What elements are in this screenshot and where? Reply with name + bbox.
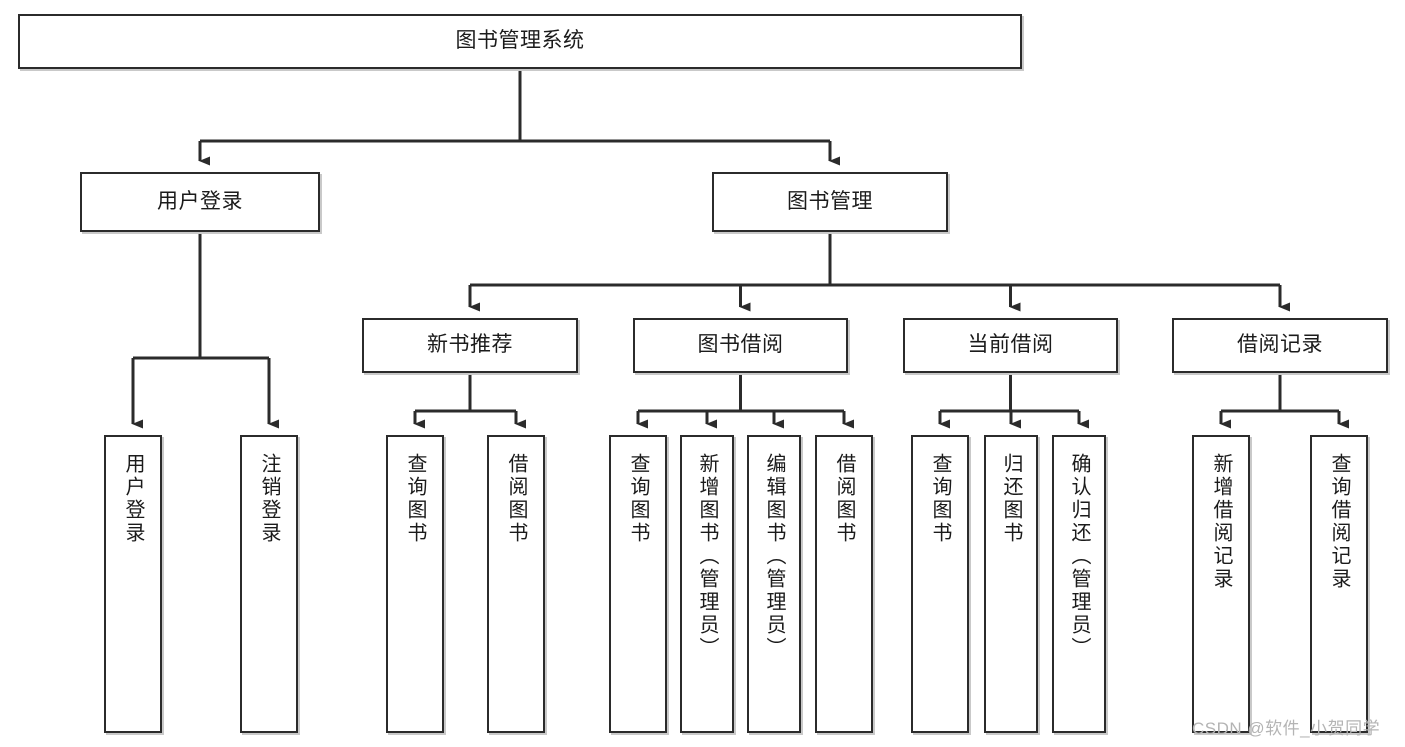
node-leaf-add-book[interactable]: 新增图书（管理员）: [680, 435, 734, 733]
node-leaf-user-login[interactable]: 用户登录: [104, 435, 162, 733]
node-leaf-query-record[interactable]: 查询借阅记录: [1310, 435, 1368, 733]
node-label: 借阅记录: [1237, 333, 1323, 357]
node-label: 新书推荐: [427, 333, 513, 357]
node-label: 确认归还（管理员）: [1068, 453, 1090, 660]
node-label: 借阅图书: [833, 453, 855, 545]
node-label: 新增图书（管理员）: [696, 453, 718, 660]
node-leaf-return-book[interactable]: 归还图书: [984, 435, 1038, 733]
node-label: 注销登录: [258, 453, 280, 545]
node-label: 图书借阅: [697, 333, 784, 357]
node-new-book-rec[interactable]: 新书推荐: [362, 318, 578, 373]
node-label: 归还图书: [1000, 453, 1022, 545]
node-label: 用户登录: [157, 189, 243, 213]
node-current-borrow[interactable]: 当前借阅: [903, 318, 1118, 373]
node-leaf-query-book-2[interactable]: 查询图书: [609, 435, 667, 733]
node-root[interactable]: 图书管理系统: [18, 14, 1022, 69]
node-leaf-edit-book[interactable]: 编辑图书（管理员）: [747, 435, 801, 733]
node-user-login[interactable]: 用户登录: [80, 172, 320, 232]
node-label: 图书管理: [787, 189, 873, 213]
node-leaf-user-logout[interactable]: 注销登录: [240, 435, 298, 733]
node-leaf-borrow-book-1[interactable]: 借阅图书: [487, 435, 545, 733]
node-book-manage[interactable]: 图书管理: [712, 172, 948, 232]
node-label: 新增借阅记录: [1210, 453, 1232, 591]
node-label: 借阅图书: [505, 453, 527, 545]
node-label: 图书管理系统: [455, 29, 585, 53]
node-book-borrow[interactable]: 图书借阅: [633, 318, 848, 373]
node-label: 查询借阅记录: [1328, 453, 1350, 591]
node-borrow-record[interactable]: 借阅记录: [1172, 318, 1388, 373]
node-label: 查询图书: [627, 453, 649, 545]
node-leaf-query-book-3[interactable]: 查询图书: [911, 435, 969, 733]
node-label: 查询图书: [404, 453, 426, 545]
node-label: 编辑图书（管理员）: [763, 453, 785, 660]
node-label: 查询图书: [929, 453, 951, 545]
node-leaf-add-record[interactable]: 新增借阅记录: [1192, 435, 1250, 733]
node-label: 当前借阅: [967, 333, 1054, 357]
node-leaf-query-book-1[interactable]: 查询图书: [386, 435, 444, 733]
node-leaf-borrow-book-2[interactable]: 借阅图书: [815, 435, 873, 733]
node-label: 用户登录: [122, 453, 144, 545]
node-leaf-confirm-return[interactable]: 确认归还（管理员）: [1052, 435, 1106, 733]
